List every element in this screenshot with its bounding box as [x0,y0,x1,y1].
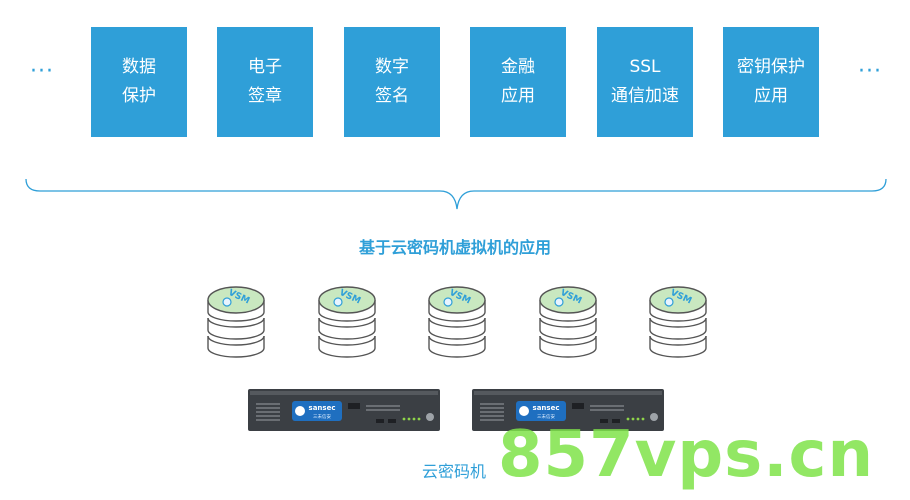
vsm-disk-stack-icon: VSM [539,286,597,358]
app-box-label-line2: 保护 [122,86,156,106]
app-box-label-line1: 电子 [248,57,282,77]
app-box-electronic-seal: 电子 签章 [217,27,313,137]
app-box-digital-signature: 数字 签名 [344,27,440,137]
vsm-disk-stack-icon: VSM [428,286,486,358]
app-box-label-line1: 数字 [375,57,409,77]
app-box-label-line1: 密钥保护 [737,57,805,77]
vsm-disk-stack-icon: VSM [207,286,265,358]
app-box-label-line1: SSL [629,57,661,77]
app-box-label-line2: 应用 [501,86,535,106]
server-brand-label: sansec [533,404,560,412]
vm-caption: 基于云密码机虚拟机的应用 [358,238,551,257]
vsm-disk-stack-icon: VSM [649,286,707,358]
app-box-label-line1: 数据 [122,57,156,77]
server-brand-label: sansec [309,404,336,412]
hardware-caption: 云密码机 [421,462,486,481]
watermark-text: 857vps.cn [498,418,875,492]
rack-server-icon: sansec 三未信安 [472,389,664,431]
server-brand-sub-label: 三未信安 [313,413,331,420]
app-box-label-line2: 签名 [375,86,409,106]
app-box-label-line2: 应用 [754,86,788,106]
app-box-label-line1: 金融 [501,57,535,77]
app-box-label-line2: 通信加速 [611,86,679,106]
curly-brace [25,178,887,210]
right-ellipsis: ··· [858,59,882,84]
left-ellipsis: ··· [30,59,54,84]
app-box-label-line2: 签章 [248,86,282,106]
server-brand-sub-label: 三未信安 [537,413,555,420]
app-box-ssl-acceleration: SSL 通信加速 [597,27,693,137]
rack-server-icon: sansec 三未信安 [248,389,440,431]
app-box-financial-application: 金融 应用 [470,27,566,137]
app-box-data-protection: 数据 保护 [91,27,187,137]
app-box-key-protection: 密钥保护 应用 [723,27,819,137]
vsm-disk-stack-icon: VSM [318,286,376,358]
